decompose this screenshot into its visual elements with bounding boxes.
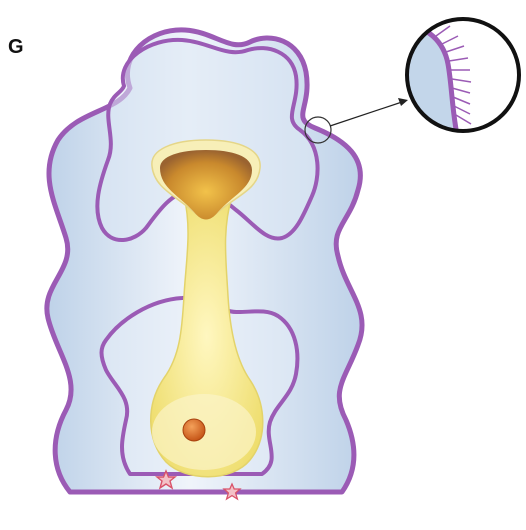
nucleus <box>183 419 205 441</box>
magnified-membrane-icon <box>390 18 519 140</box>
callout-arrow-icon <box>330 98 408 126</box>
